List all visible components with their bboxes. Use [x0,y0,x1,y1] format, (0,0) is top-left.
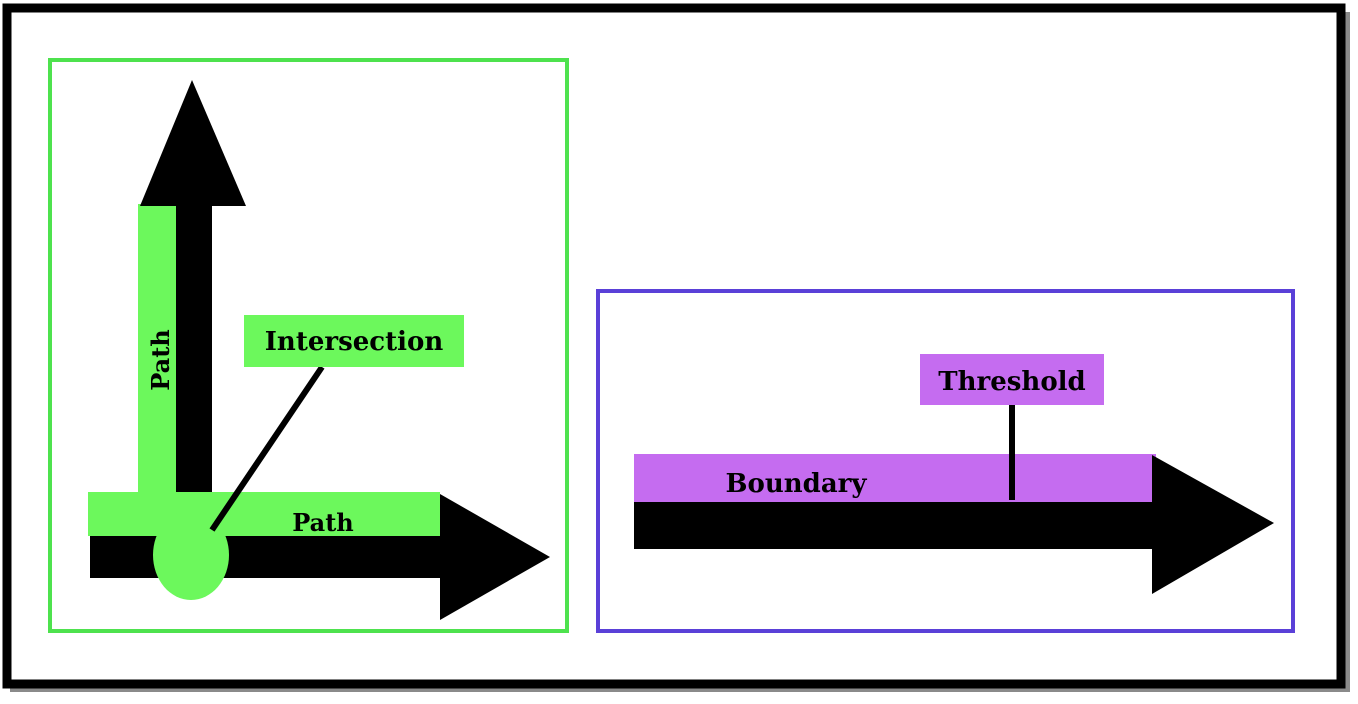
left-panel: Intersection Path Path [48,58,569,633]
intersection-callout-box [244,315,464,367]
intersection-marker [153,510,229,600]
intersection-label: Intersection [265,327,444,357]
horizontal-path-arrow-head [440,494,550,620]
vertical-path-arrow-shaft [176,200,212,520]
vertical-path-label: Path [146,329,175,391]
boundary-arrow-head [1152,455,1274,594]
right-panel: Boundary Threshold [596,289,1295,633]
boundary-arrow-shaft [634,502,1156,549]
horizontal-path-arrow-shaft [90,536,444,578]
right-panel-border [596,289,1295,633]
boundary-label: Boundary [726,469,868,499]
horizontal-path-band [88,492,440,536]
vertical-path-band [138,204,178,516]
intersection-leader-line [209,365,325,532]
boundary-band [634,454,1156,502]
horizontal-path-label: Path [292,508,354,537]
vertical-path-arrow-head [140,80,246,206]
left-panel-border [48,58,569,633]
threshold-callout-box [920,354,1104,405]
threshold-label: Threshold [938,367,1085,397]
